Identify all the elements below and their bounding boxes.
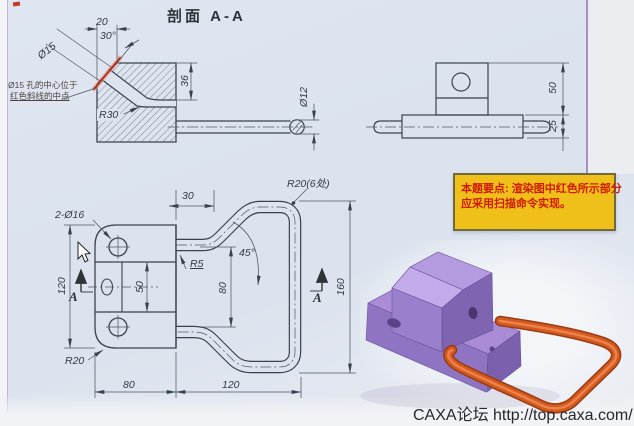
handle-tube-outer <box>176 200 302 374</box>
side-view-hole <box>451 72 471 92</box>
right-stub <box>523 120 551 134</box>
section-label-right: A <box>313 290 322 305</box>
hole-note-line1: Ø15 孔的中心位于 <box>8 80 78 90</box>
dim-inner-50: 50 <box>134 281 146 293</box>
dim-corner-r20: R20 <box>65 355 85 367</box>
caxa-watermark: CAXA论坛 http://top.caxa.com/ <box>413 407 633 424</box>
dim-neck-30: 30 <box>182 190 194 202</box>
page-left-edge <box>0 0 8 412</box>
dim-holes-2d16: 2-Ø16 <box>55 209 85 221</box>
dim-loop-160: 160 <box>335 278 347 296</box>
note-line2: 应采用扫描命令实现。 <box>461 198 571 210</box>
model-handle-tube <box>443 315 622 414</box>
dim-bottom-80: 80 <box>123 379 135 391</box>
section-cut-arrows <box>74 267 329 293</box>
handle-tube-inner <box>176 201 301 373</box>
dim-corners-r20-6: R20(6处) <box>287 178 330 190</box>
dim-angle-45: 45° <box>239 247 255 259</box>
note-line1: 本题要点: 渲染图中红色所示部分 <box>461 183 622 195</box>
body-outline <box>94 224 177 349</box>
render-3d <box>360 251 622 414</box>
dim-bottom-120: 120 <box>222 379 240 391</box>
hole-note-line2: 红色斜线的中点 <box>10 91 70 101</box>
page-right-edge <box>586 0 634 174</box>
model-tower-front <box>391 287 443 353</box>
section-channel <box>101 69 176 107</box>
dim-height-36: 36 <box>179 75 191 87</box>
mouse-cursor <box>77 240 92 263</box>
dim-left-120: 120 <box>56 277 68 295</box>
model-flange-hole <box>387 318 401 328</box>
dim-width-20: 20 <box>96 16 108 28</box>
dim-angle-30: 30° <box>100 30 116 42</box>
dim-r30: R30 <box>97 109 121 121</box>
section-title: 剖面 A-A <box>167 8 246 25</box>
red-sweep-edge <box>93 57 121 90</box>
dim-dia-12: Ø12 <box>298 87 310 107</box>
main-view <box>64 188 356 398</box>
dim-fillet-r5: R5 <box>190 258 204 270</box>
requirement-note-box: 本题要点: 渲染图中红色所示部分 应采用扫描命令实现。 <box>453 173 622 231</box>
dim-span-80: 80 <box>217 282 229 294</box>
handle-tube-centerline <box>176 206 296 368</box>
section-view <box>45 24 320 151</box>
side-view <box>366 62 569 151</box>
model-side-hole <box>468 307 478 319</box>
dim-side-25: 25 <box>547 120 559 132</box>
dim-side-50: 50 <box>547 82 559 94</box>
section-label-left: A <box>69 289 78 304</box>
model-tower-right <box>441 272 494 352</box>
